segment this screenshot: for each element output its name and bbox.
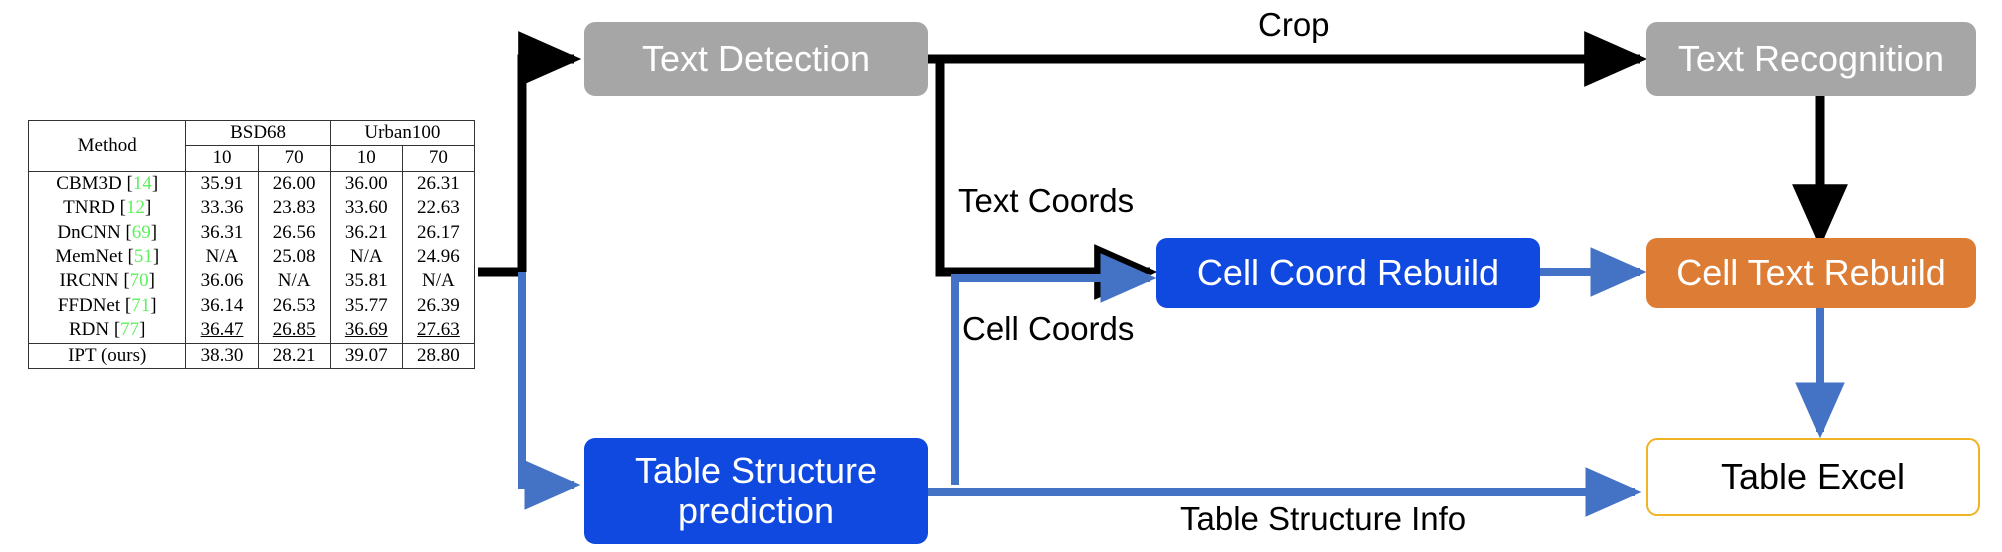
cell-value: 26.85 [257, 318, 331, 344]
cell-value: 26.56 [257, 220, 331, 246]
cell-value: 26.53 [257, 293, 331, 319]
node-cell-text-rebuild[interactable]: Cell Text Rebuild [1646, 238, 1976, 308]
citation-ref: 69 [131, 221, 151, 243]
cell-method: RDN [77] [27, 318, 187, 344]
col-header-method: Method [27, 120, 187, 172]
citation-ref: 51 [133, 246, 153, 268]
cell-method: CBM3D [14] [27, 171, 187, 197]
cell-value: 36.31 [200, 221, 244, 243]
col-header-bsd68-70: 70 [257, 145, 331, 172]
cell-value: 27.63 [401, 318, 476, 344]
cell-value: 36.21 [329, 220, 403, 246]
cell-value: 25.08 [257, 245, 331, 270]
col-group-bsd68: BSD68 [185, 120, 331, 147]
cell-value: 26.39 [401, 293, 476, 319]
cell-value: 35.91 [200, 172, 244, 194]
cell-value: 36.00 [329, 171, 403, 197]
table-head: Method BSD68 Urban100 10 70 10 70 [27, 120, 476, 172]
cell-value: N/A [401, 269, 476, 294]
citation-ref: 14 [132, 172, 152, 194]
cell-value: 26.17 [401, 220, 476, 246]
cell-value: 26.00 [257, 171, 331, 197]
citation-ref: 70 [129, 270, 149, 292]
table-header-row-groups: Method BSD68 Urban100 [27, 120, 476, 172]
cell-value: 28.21 [257, 343, 331, 370]
cell-value: 33.60 [329, 196, 403, 221]
citation-ref: 71 [131, 294, 151, 316]
cell-method: TNRD [12] [27, 196, 187, 221]
cell-method: DnCNN [69] [27, 220, 187, 246]
cell-value: N/A [205, 246, 239, 268]
wire-cell-coords [951, 253, 1157, 485]
cell-value: 23.83 [257, 196, 331, 221]
node-text-recognition[interactable]: Text Recognition [1646, 22, 1976, 96]
cell-value: 36.14 [200, 294, 244, 316]
citation-ref: 12 [125, 197, 145, 219]
cell-value: 35.77 [329, 293, 403, 319]
cell-value: 33.36 [200, 197, 244, 219]
node-table-structure-prediction[interactable]: Table Structure prediction [584, 438, 928, 544]
cell-value: N/A [257, 269, 331, 294]
paper-results-table: Method BSD68 Urban100 10 70 10 70 CBM3D … [27, 120, 476, 370]
wire-text-coords [935, 59, 1158, 300]
edge-label-text-coords: Text Coords [958, 182, 1135, 219]
col-header-bsd68-10: 10 [212, 147, 232, 169]
cell-value: 36.69 [329, 318, 403, 344]
edge-label-crop: Crop [1258, 6, 1330, 43]
edge-label-table-structure-info: Table Structure Info [1180, 500, 1467, 537]
wire-to-text-detection [517, 31, 582, 272]
cell-value: 28.80 [401, 343, 476, 370]
wire-to-table-structure [518, 272, 581, 510]
cell-value: 36.47 [200, 319, 244, 341]
col-group-urban100: Urban100 [329, 120, 476, 147]
cell-method: IRCNN [70] [27, 269, 187, 294]
cell-value: 36.06 [200, 270, 244, 292]
cell-value: 39.07 [329, 343, 403, 370]
cell-value: 35.81 [329, 269, 403, 294]
cell-value: 38.30 [185, 343, 259, 370]
cell-method: MemNet [51] [27, 245, 187, 270]
results-table: Method BSD68 Urban100 10 70 10 70 CBM3D … [27, 120, 476, 370]
cell-value: N/A [329, 245, 403, 270]
col-header-urban100-70: 70 [401, 145, 476, 172]
cell-method: IPT (ours) [27, 343, 187, 370]
cell-method: FFDNet [71] [27, 293, 187, 319]
cell-value: 22.63 [401, 196, 476, 221]
col-header-urban100-10: 10 [329, 145, 403, 172]
edge-label-cell-coords: Cell Coords [962, 310, 1135, 347]
cell-value: 24.96 [401, 245, 476, 270]
node-text-detection[interactable]: Text Detection [584, 22, 928, 96]
node-table-excel[interactable]: Table Excel [1646, 438, 1980, 516]
cell-value: 26.31 [401, 171, 476, 197]
table-header-row-sigmas: 10 70 10 70 [28, 145, 476, 172]
citation-ref: 77 [120, 319, 140, 341]
node-cell-coord-rebuild[interactable]: Cell Coord Rebuild [1156, 238, 1540, 308]
